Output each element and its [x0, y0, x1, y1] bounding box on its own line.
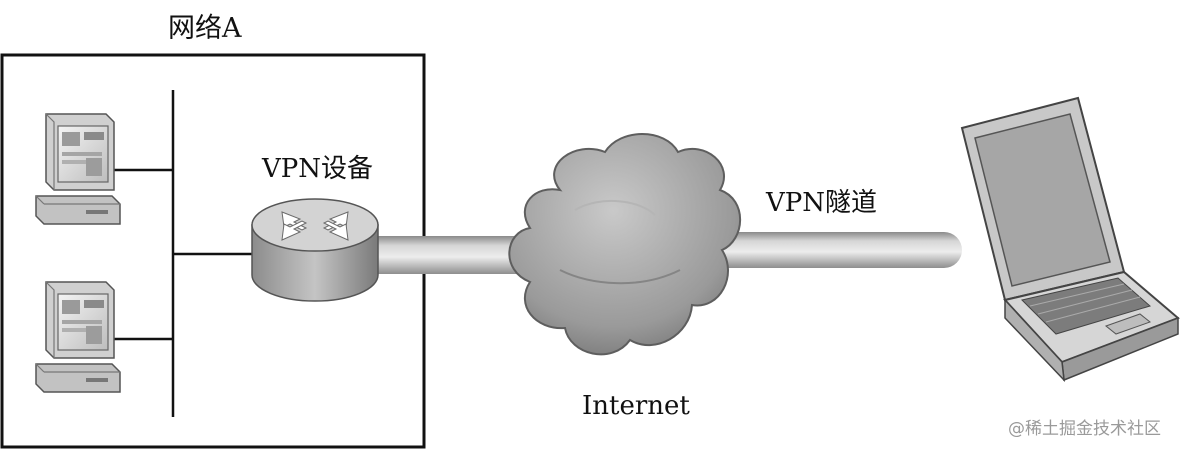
laptop-icon [960, 96, 1180, 383]
internet-cloud-icon [508, 133, 742, 356]
vpn-tunnel-left [360, 236, 540, 274]
network-a-title: 网络A [168, 13, 242, 44]
vpn-device-label: VPN设备 [262, 154, 374, 184]
router-icon [251, 198, 379, 302]
watermark: @稀土掘金技术社区 [1008, 419, 1161, 439]
vpn-tunnel-label: VPN隧道 [766, 188, 878, 218]
desktop-computer-icon [35, 113, 121, 225]
internet-label: Internet [582, 391, 690, 421]
vpn-tunnel-right [690, 232, 962, 268]
desktop-computer-icon [35, 281, 121, 393]
